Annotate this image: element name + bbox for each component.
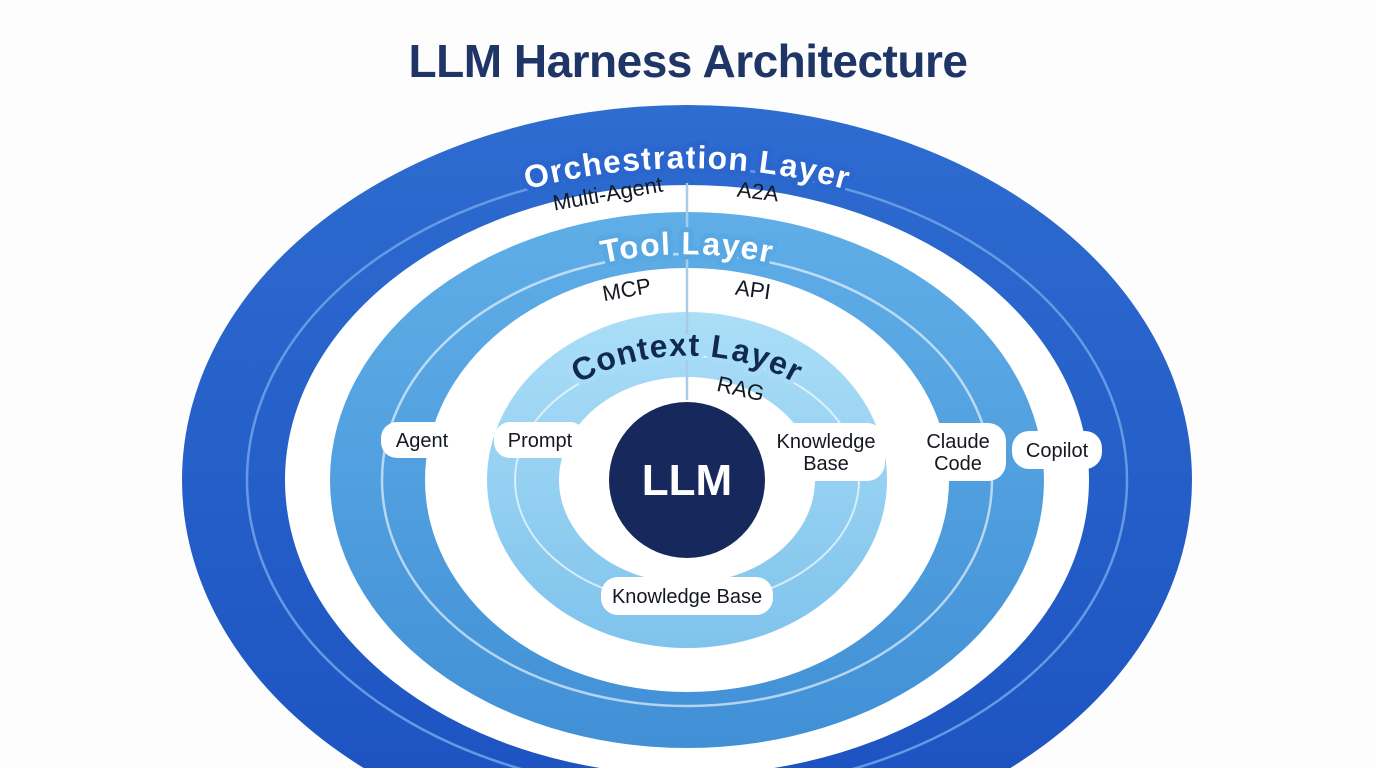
badge-prompt-label: Prompt: [508, 430, 573, 452]
badge-knowledge-base-right-line1: Knowledge: [777, 431, 876, 453]
llm-core-label: LLM: [642, 456, 732, 505]
badge-claude-code-pill: [910, 423, 1006, 481]
badge-prompt: Prompt: [494, 422, 586, 458]
badge-copilot: Copilot: [1012, 431, 1102, 469]
llm-core-circle: [609, 402, 765, 558]
badge-copilot-pill: [1012, 431, 1102, 469]
page-title: LLM Harness Architecture: [408, 35, 968, 87]
badge-claude-code-line1: Claude: [926, 431, 989, 453]
badge-copilot-label: Copilot: [1026, 440, 1089, 462]
badge-agent-pill: [381, 422, 463, 458]
badge-knowledge-base-right-pill: [767, 423, 885, 481]
badge-agent-label: Agent: [396, 430, 449, 452]
badge-claude-code-line2: Code: [934, 453, 982, 475]
orchestration-ring-accent-arc: [245, 166, 1129, 768]
badge-knowledge-base-bottom: Knowledge Base: [601, 577, 773, 615]
orchestration-item-a2a: A2A: [736, 177, 781, 207]
badge-claude-code: Claude Code: [910, 423, 1006, 481]
badge-knowledge-base-bottom-label: Knowledge Base: [612, 586, 762, 608]
badge-knowledge-base-bottom-pill: [601, 577, 773, 615]
badge-knowledge-base-right: Knowledge Base: [767, 423, 885, 481]
tool-item-api: API: [734, 275, 773, 305]
badge-prompt-pill: [494, 422, 586, 458]
llm-core: LLM: [609, 402, 765, 558]
badge-agent: Agent: [381, 422, 463, 458]
badge-knowledge-base-right-line2: Base: [803, 453, 849, 475]
